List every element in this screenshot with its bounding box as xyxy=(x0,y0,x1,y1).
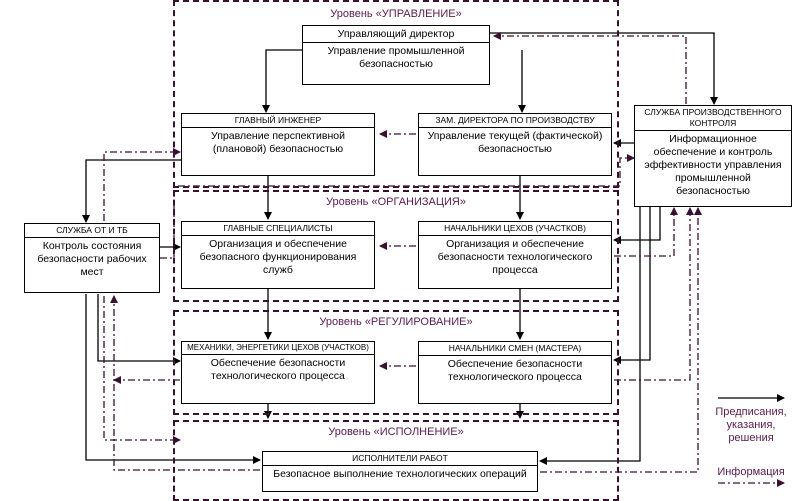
box-ot-service-head: СЛУЖБА ОТ И ТБ xyxy=(25,224,159,238)
arrow-control-to-workers xyxy=(539,207,641,465)
arrow-director-to-control xyxy=(490,32,718,105)
info-workers-to-control xyxy=(540,207,702,473)
box-shift-heads: НАЧАЛЬНИКИ СМЕН (МАСТЕРА) Обеспечение бе… xyxy=(418,341,612,404)
box-control-service: СЛУЖБА ПРОИЗВОДСТВЕННОГО КОНТРОЛЯ Информ… xyxy=(634,105,792,207)
box-control-service-head: СЛУЖБА ПРОИЗВОДСТВЕННОГО КОНТРОЛЯ xyxy=(635,106,791,131)
level-management-frame: Уровень «УПРАВЛЕНИЕ» xyxy=(173,0,619,188)
box-workers-head: ИСПОЛНИТЕЛИ РАБОТ xyxy=(263,452,537,466)
box-chief-engineer-head: ГЛАВНЫЙ ИНЖЕНЕР xyxy=(182,114,374,128)
arrow-director-to-chief-engineer xyxy=(262,49,302,113)
box-chief-specialists: ГЛАВНЫЕ СПЕЦИАЛИСТЫ Организация и обеспе… xyxy=(181,221,375,289)
arrow-control-to-shifts xyxy=(613,207,651,364)
box-mechanics-head: МЕХАНИКИ, ЭНЕРГЕТИКИ ЦЕХОВ (УЧАСТКОВ) xyxy=(182,342,374,355)
info-shifts-to-control xyxy=(614,207,694,381)
box-chief-specialists-head: ГЛАВНЫЕ СПЕЦИАЛИСТЫ xyxy=(182,222,374,236)
box-chief-specialists-body: Организация и обеспечение безопасного фу… xyxy=(199,238,357,276)
box-director-head: Управляющий директор xyxy=(303,26,489,43)
legend-info-label: Информация xyxy=(717,466,785,478)
info-ot-to-chief-engineer xyxy=(103,148,181,221)
arrow-control-to-shops xyxy=(613,207,661,244)
arrow-ot-to-workers xyxy=(85,294,261,464)
box-deputy-director-head: ЗАМ. ДИРЕКТОРА ПО ПРОИЗВОДСТВУ xyxy=(419,114,611,128)
level-management-title: Уровень «УПРАВЛЕНИЕ» xyxy=(330,8,462,20)
box-ot-service-body: Контроль состояния безопасности рабочих … xyxy=(37,240,147,278)
info-control-to-director xyxy=(493,32,687,104)
box-chief-engineer: ГЛАВНЫЙ ИНЖЕНЕР Управление перспективной… xyxy=(181,113,375,176)
level-organization-title: Уровень «ОРГАНИЗАЦИЯ» xyxy=(326,196,466,208)
box-mechanics: МЕХАНИКИ, ЭНЕРГЕТИКИ ЦЕХОВ (УЧАСТКОВ) Об… xyxy=(181,341,375,404)
info-ot-to-control xyxy=(160,154,635,259)
info-workers-to-ot xyxy=(110,295,260,471)
box-control-service-body: Информационное обеспечение и контроль эф… xyxy=(644,133,782,197)
box-shop-heads-head: НАЧАЛЬНИКИ ЦЕХОВ (УЧАСТКОВ) xyxy=(419,222,611,236)
box-deputy-director-body: Управление текущей (фактической) безопас… xyxy=(427,130,603,155)
box-ot-service: СЛУЖБА ОТ И ТБ Контроль состояния безопа… xyxy=(24,223,160,293)
box-workers-body: Безопасное выполнение технологических оп… xyxy=(273,468,527,480)
level-execution-frame: Уровень «ИСПОЛНЕНИЕ» xyxy=(173,420,619,501)
box-chief-engineer-body: Управление перспективной (плановой) безо… xyxy=(211,130,345,155)
box-shift-heads-body: Обеспечение безопасности технологическог… xyxy=(447,358,583,383)
level-organization-frame: Уровень «ОРГАНИЗАЦИЯ» xyxy=(173,190,619,302)
arrow-ot-to-mechanics xyxy=(97,294,181,365)
box-shop-heads-body: Организация и обеспечение безопасности т… xyxy=(437,238,593,276)
box-director-body: Управление промышленной безопасностью xyxy=(327,45,465,70)
level-execution-title: Уровень «ИСПОЛНЕНИЕ» xyxy=(328,426,464,438)
level-regulation-frame: Уровень «РЕГУЛИРОВАНИЕ» xyxy=(173,310,619,415)
box-deputy-director: ЗАМ. ДИРЕКТОРА ПО ПРОИЗВОДСТВУ Управлени… xyxy=(418,113,612,176)
box-shop-heads: НАЧАЛЬНИКИ ЦЕХОВ (УЧАСТКОВ) Организация … xyxy=(418,221,612,289)
info-ot-to-mechanics xyxy=(103,296,181,444)
legend-orders-label: Предписания, указания, решения xyxy=(715,406,787,444)
info-shops-to-control xyxy=(614,207,678,257)
box-workers: ИСПОЛНИТЕЛИ РАБОТ Безопасное выполнение … xyxy=(262,451,538,492)
box-shift-heads-head: НАЧАЛЬНИКИ СМЕН (МАСТЕРА) xyxy=(419,342,611,356)
box-mechanics-body: Обеспечение безопасности технологическог… xyxy=(210,357,346,382)
level-regulation-title: Уровень «РЕГУЛИРОВАНИЕ» xyxy=(319,316,473,328)
arrow-chief-engineer-to-ot xyxy=(82,159,181,223)
box-director: Управляющий директор Управление промышле… xyxy=(302,25,490,85)
